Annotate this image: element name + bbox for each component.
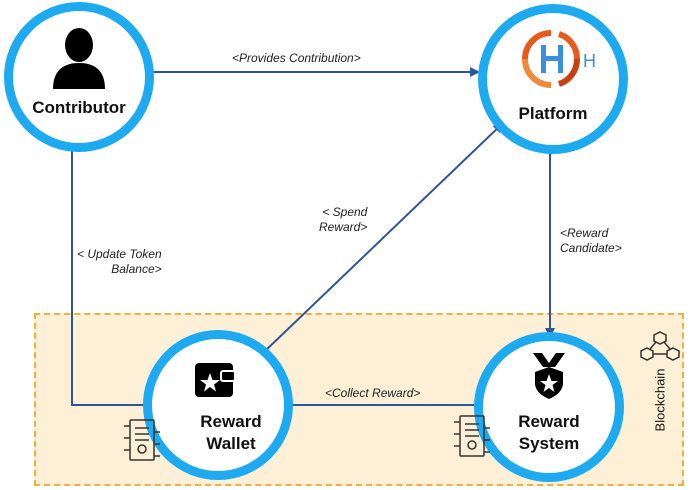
edge-label-spend-reward: < Spend Reward>	[319, 205, 368, 234]
platform-logo-icon: H	[522, 30, 596, 88]
person-icon	[53, 28, 105, 89]
contributor-label: Contributor	[32, 98, 126, 117]
contributor-node: Contributor	[4, 2, 154, 152]
wallet-icon	[195, 363, 235, 397]
reward-system-label: Reward System	[518, 412, 580, 453]
smart-contract-icon	[124, 419, 160, 461]
arrow-spend-reward	[263, 122, 504, 353]
reward-system-node: Reward System	[474, 332, 624, 482]
medal-icon	[533, 353, 565, 399]
edge-label-update-token-balance: < Update Token Balance>	[77, 247, 162, 276]
platform-logo-letter: H	[583, 51, 596, 71]
platform-node: H Platform	[478, 4, 628, 154]
smart-contract-icon	[454, 415, 490, 457]
blockchain-label-text: Blockchain	[652, 368, 668, 432]
edge-label-reward-candidate: <Reward Candidate>	[560, 226, 622, 255]
blockchain-icon	[640, 331, 680, 361]
reward-wallet-label: Reward Wallet	[200, 412, 262, 453]
edge-label-collect-reward: <Collect Reward>	[325, 386, 421, 400]
reward-wallet-node: Reward Wallet	[143, 330, 293, 480]
edge-label-provides-contribution: <Provides Contribution>	[232, 51, 361, 65]
arrow-update-token-balance	[67, 136, 154, 406]
platform-label: Platform	[518, 104, 588, 123]
